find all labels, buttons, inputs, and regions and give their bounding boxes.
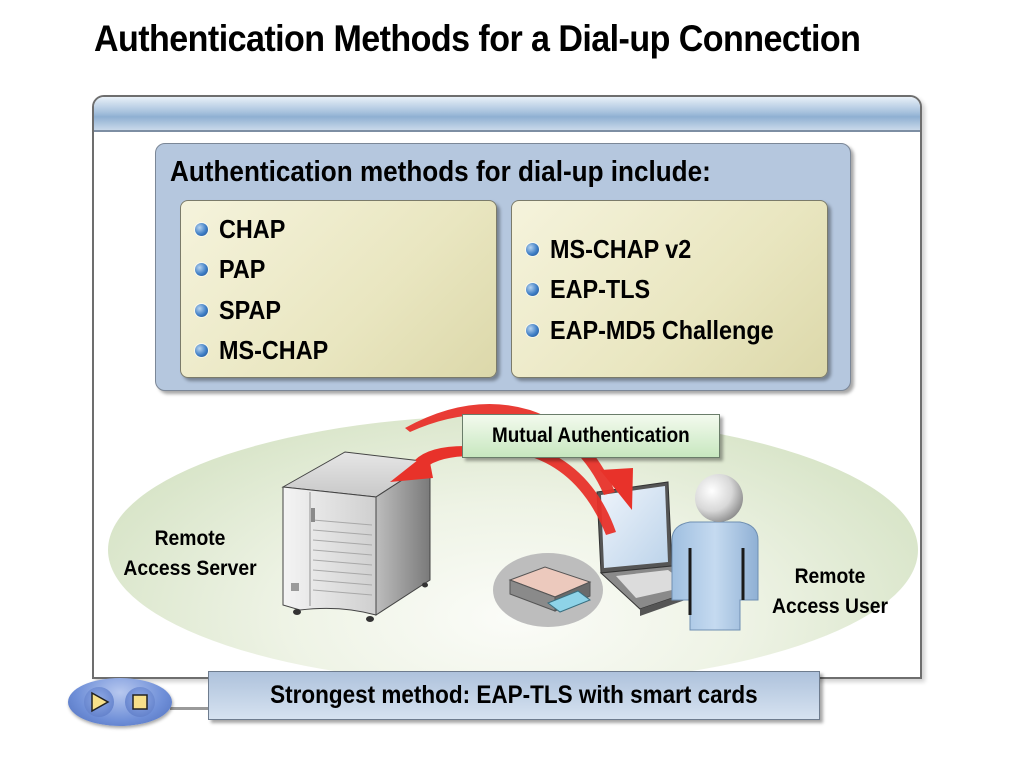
list-item: SPAP [195, 290, 340, 331]
play-button[interactable] [84, 687, 114, 717]
methods-panel: Authentication methods for dial-up inclu… [155, 143, 851, 391]
bullet-icon [526, 283, 539, 297]
summary-callout: Strongest method: EAP-TLS with smart car… [208, 671, 820, 720]
remote-access-user-label: Remote Access User [771, 565, 889, 618]
stop-button[interactable] [125, 687, 155, 717]
list-item: EAP-TLS [526, 270, 799, 311]
media-controls [68, 678, 172, 726]
play-icon [91, 691, 110, 713]
list-item: MS-CHAP v2 [526, 229, 799, 270]
bullet-icon [526, 242, 539, 256]
methods-column-right: MS-CHAP v2 EAP-TLS EAP-MD5 Challenge [511, 200, 828, 378]
mutual-authentication-label: Mutual Authentication [462, 414, 720, 458]
list-item: EAP-MD5 Challenge [526, 310, 799, 351]
methods-column-left: CHAP PAP SPAP MS-CHAP [180, 200, 497, 378]
bullet-icon [195, 222, 208, 236]
nav-connector-line [170, 707, 210, 710]
bullet-icon [195, 344, 208, 358]
stop-icon [132, 694, 148, 710]
bullet-icon [526, 323, 539, 337]
frame-header-bar [94, 97, 920, 132]
list-item: MS-CHAP [195, 331, 340, 372]
bullet-icon [195, 303, 208, 317]
bullet-icon [195, 263, 208, 277]
slide-title: Authentication Methods for a Dial-up Con… [94, 18, 861, 59]
methods-heading: Authentication methods for dial-up inclu… [170, 156, 711, 188]
list-item: CHAP [195, 209, 340, 250]
remote-access-server-label: Remote Access Server [123, 527, 257, 580]
list-item: PAP [195, 250, 340, 291]
